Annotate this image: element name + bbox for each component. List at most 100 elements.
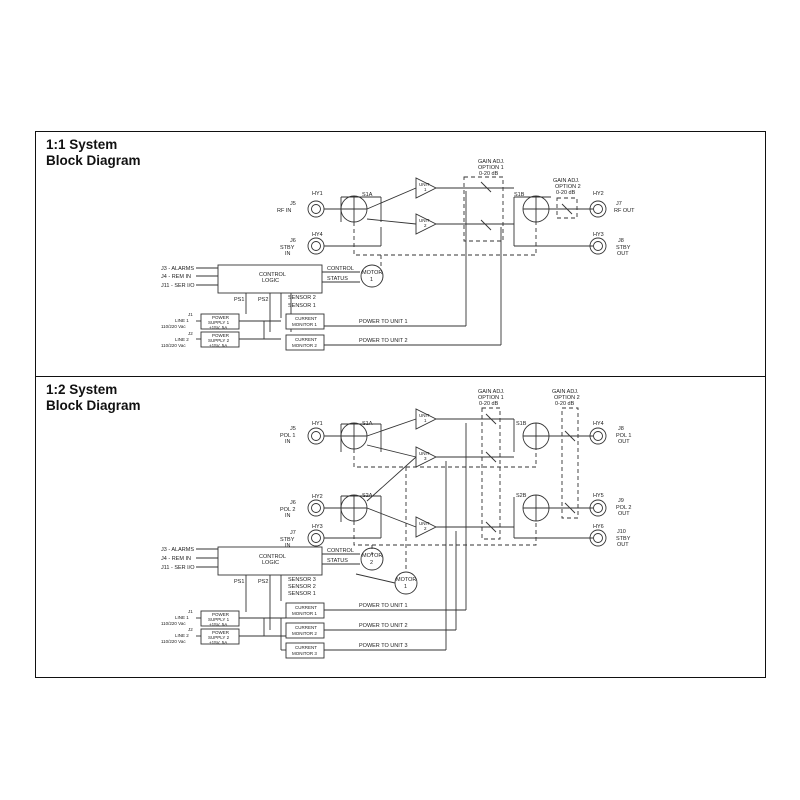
svg-text:POWER: POWER (212, 612, 230, 617)
svg-text:1: 1 (424, 187, 427, 192)
label-stby-in: STBY (280, 245, 295, 251)
svg-text:MONITOR 1: MONITOR 1 (292, 322, 317, 327)
svg-text:POWER: POWER (212, 630, 230, 635)
current-monitor-1 (285, 602, 325, 619)
gain-option-2-box (561, 407, 579, 519)
label-j3-alarms: J3 - ALARMS (161, 266, 194, 272)
svg-text:IN: IN (285, 513, 291, 519)
label-j4-rem-in: J4 - REM IN (161, 556, 191, 562)
gain-option-1-box (463, 176, 504, 242)
label-hy1: HY1 (312, 421, 323, 427)
connector-hy6 (589, 529, 607, 547)
svg-text:OPTION 1: OPTION 1 (478, 395, 504, 401)
svg-text:CURRENT: CURRENT (295, 337, 317, 342)
svg-text:OPTION 1: OPTION 1 (478, 165, 504, 171)
label-pol1-out: POL 1 (616, 433, 631, 439)
switch-linkage-2 (353, 521, 537, 546)
label-j4-rem-in: J4 - REM IN (161, 274, 191, 280)
label-j6: J6 (290, 238, 296, 244)
label-stby-in: STBY (280, 537, 295, 543)
svg-text:+15V, 5A: +15V, 5A (209, 640, 227, 645)
panel-title: 1:1 System Block Diagram (46, 137, 141, 169)
label-status: STATUS (327, 276, 348, 282)
label-power-to-unit-1: POWER TO UNIT 1 (359, 319, 408, 325)
svg-text:+15V, 5A: +15V, 5A (209, 622, 227, 627)
svg-text:1: 1 (424, 418, 427, 423)
gain-option-1-box (481, 407, 501, 540)
label-control: CONTROL (327, 548, 354, 554)
svg-text:POWER: POWER (212, 315, 230, 320)
panel-1-2-system: 1:2 System Block Diagram HY1 J5 POL 1 IN… (36, 377, 765, 677)
label-hy1: HY1 (312, 191, 323, 197)
block-diagram-1-1: HY1 J5 RF IN HY4 J6 STBY IN S1A (161, 159, 635, 351)
svg-text:OUT: OUT (617, 542, 629, 548)
panel-1-1-system: 1:1 System Block Diagram HY1 J5 RF IN HY… (36, 132, 765, 377)
connector-hy2 (589, 200, 607, 218)
svg-text:+15V, 5A: +15V, 5A (209, 325, 227, 330)
current-monitor-3 (285, 642, 325, 659)
connector-hy1 (307, 427, 325, 445)
svg-text:J9: J9 (618, 498, 624, 504)
label-s1a: S1A (362, 192, 373, 198)
connector-hy1 (307, 200, 325, 218)
svg-text:J8: J8 (618, 426, 624, 432)
title-line-2: Block Diagram (46, 398, 141, 413)
label-ps2: PS2 (258, 579, 268, 585)
svg-text:SUPPLY 1: SUPPLY 1 (208, 617, 230, 622)
label-s2b: S2B (516, 493, 527, 499)
svg-text:SUPPLY 1: SUPPLY 1 (208, 320, 230, 325)
label-line1: LINE 1 (175, 318, 189, 323)
title-line-1: 1:1 System (46, 137, 118, 152)
label-pol2-out: POL 2 (616, 505, 631, 511)
control-logic-block (217, 264, 323, 294)
svg-text:MONITOR 1: MONITOR 1 (292, 611, 317, 616)
label-ps1: PS1 (234, 579, 244, 585)
label-hy2: HY2 (593, 191, 604, 197)
svg-text:MONITOR 2: MONITOR 2 (292, 343, 317, 348)
svg-text:1: 1 (404, 584, 407, 590)
svg-text:MONITOR 2: MONITOR 2 (292, 631, 317, 636)
connector-hy4 (589, 427, 607, 445)
svg-text:110/220 Vac: 110/220 Vac (161, 621, 186, 626)
amplifier-unit-2 (415, 516, 438, 538)
label-ps2: PS2 (258, 297, 268, 303)
svg-text:0-20 dB: 0-20 dB (479, 401, 499, 407)
svg-text:LOGIC: LOGIC (262, 278, 279, 284)
label-pol2-in: POL 2 (280, 507, 295, 513)
svg-text:CURRENT: CURRENT (295, 625, 317, 630)
svg-text:CURRENT: CURRENT (295, 605, 317, 610)
label-control: CONTROL (327, 266, 354, 272)
svg-text:IN: IN (285, 543, 291, 549)
svg-text:0-20 dB: 0-20 dB (479, 171, 499, 177)
label-unit1: UNIT (419, 182, 430, 187)
label-gain2: GAIN ADJ. (552, 389, 579, 395)
svg-text:J6: J6 (290, 500, 296, 506)
svg-text:LOGIC: LOGIC (262, 560, 279, 566)
svg-text:J7: J7 (290, 530, 296, 536)
label-power-to-unit-3: POWER TO UNIT 3 (359, 643, 408, 649)
label-sensor1: SENSOR 1 (288, 591, 316, 597)
label-stby-out: STBY (616, 245, 631, 251)
connector-hy3 (589, 237, 607, 255)
label-status: STATUS (327, 558, 348, 564)
label-gain1: GAIN ADJ. (478, 159, 505, 165)
svg-text:OPTION 2: OPTION 2 (555, 184, 581, 190)
svg-text:1: 1 (370, 277, 373, 283)
label-ps1: PS1 (234, 297, 244, 303)
label-sensor2: SENSOR 2 (288, 584, 316, 590)
connector-hy2 (307, 499, 325, 517)
svg-text:+15V, 5A: +15V, 5A (209, 343, 227, 348)
amplifier-unit-2 (415, 213, 438, 235)
svg-text:J1: J1 (188, 312, 193, 317)
label-hy5: HY5 (593, 493, 604, 499)
svg-text:IN: IN (285, 439, 291, 445)
svg-text:SUPPLY 2: SUPPLY 2 (208, 338, 230, 343)
svg-text:MONITOR 3: MONITOR 3 (292, 651, 317, 656)
label-line1: LINE 1 (175, 615, 189, 620)
switch-linkage-1 (353, 449, 537, 468)
svg-text:3: 3 (424, 456, 427, 461)
motor-1 (394, 571, 418, 595)
power-supply-1 (200, 313, 240, 330)
label-power-to-unit-1: POWER TO UNIT 1 (359, 603, 408, 609)
svg-text:OUT: OUT (618, 511, 630, 517)
